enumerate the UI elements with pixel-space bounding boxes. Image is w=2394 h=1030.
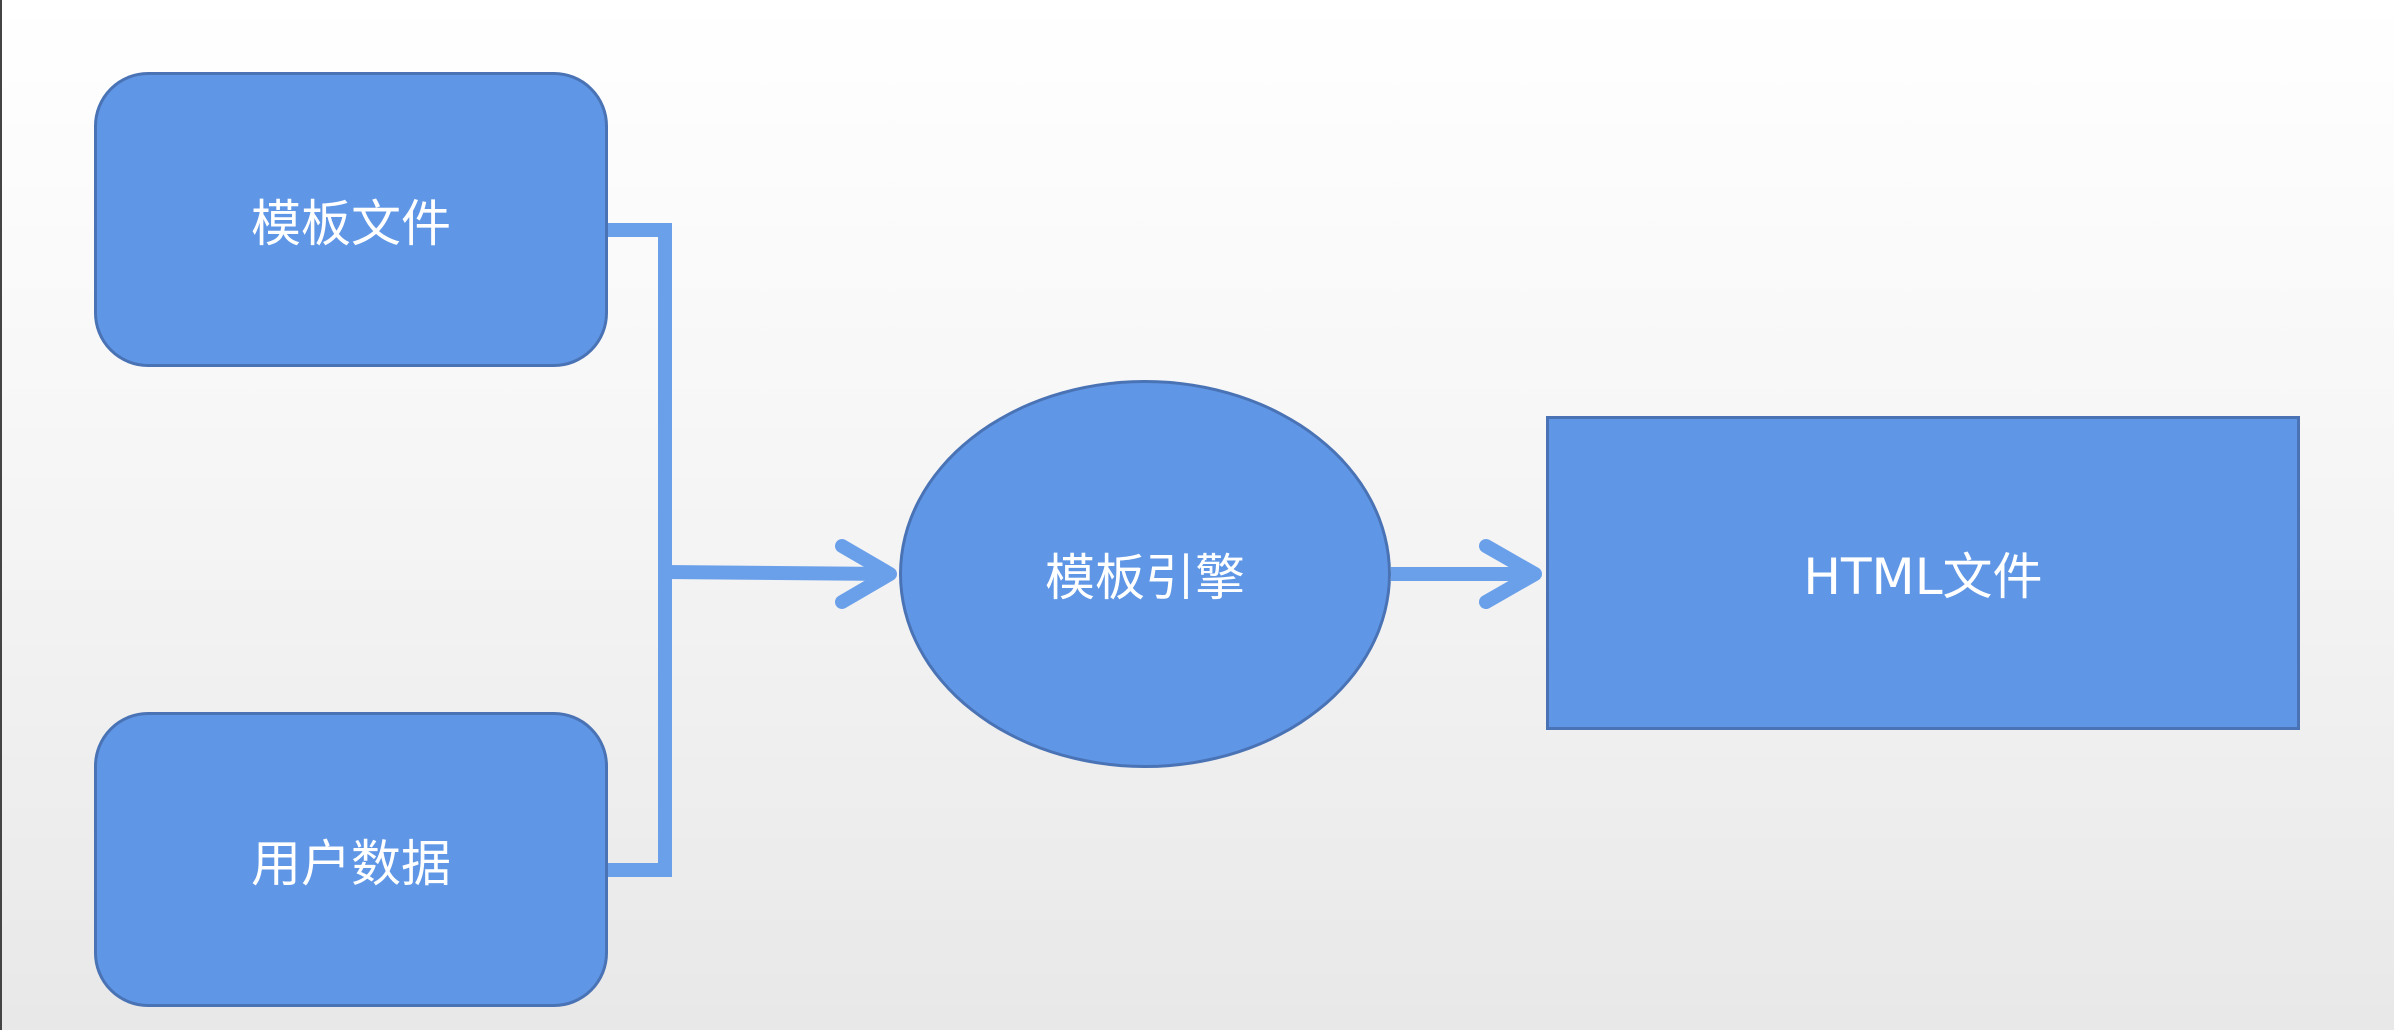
left-border-line	[0, 0, 2, 1030]
template-engine-node: 模板引擎	[899, 380, 1391, 768]
template-file-label: 模板文件	[251, 194, 451, 253]
arrowhead-to-engine	[835, 539, 897, 609]
arrow-to-engine-line	[664, 565, 891, 581]
user-data-label: 用户数据	[251, 834, 451, 893]
merge-bracket-connector	[608, 223, 672, 877]
user-data-node: 用户数据	[94, 712, 608, 1007]
html-file-node: HTML文件	[1546, 416, 2300, 730]
arrowhead-to-html	[1479, 539, 1542, 609]
html-file-label: HTML文件	[1803, 548, 2043, 606]
template-engine-label: 模板引擎	[1045, 549, 1245, 607]
template-file-node: 模板文件	[94, 72, 608, 367]
